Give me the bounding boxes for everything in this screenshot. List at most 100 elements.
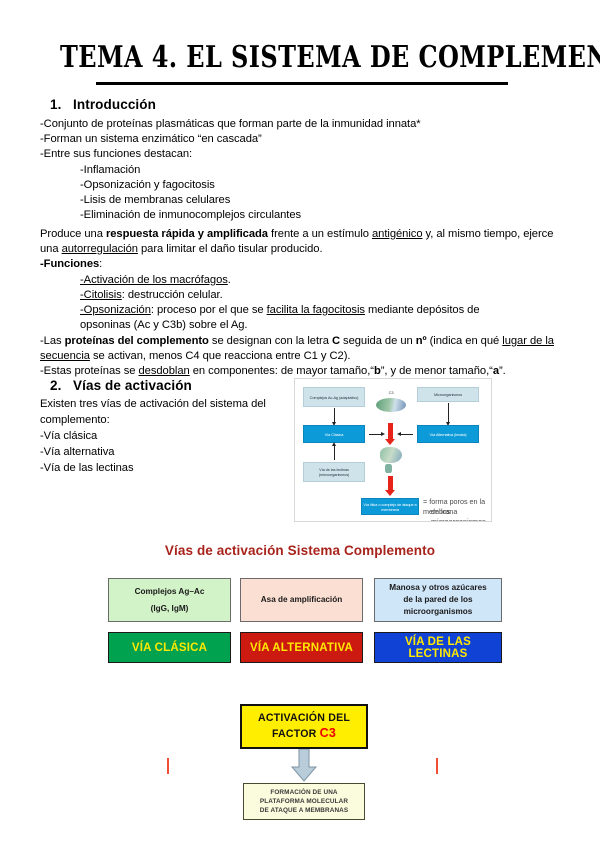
frag-p1e: y, al mismo tiempo, ejerce (422, 228, 554, 240)
paragraph-proteinas-line-2: secuencia se activan, menos C4 que reacc… (40, 349, 350, 365)
frag-p2a: una (40, 243, 62, 255)
intro-bullet-1: -Inflamación (80, 164, 141, 176)
paragraph-proteinas-line-1: -Las proteínas del complemento se design… (40, 334, 554, 350)
vias-line-4: -Vía alternativa (40, 446, 115, 458)
section-1-number: 1. (50, 97, 62, 112)
frag-p2c: para limitar el daño tisular producido. (137, 243, 323, 255)
funcion-citolisis-def: : destrucción celular. (121, 289, 223, 301)
flow-pathway-box-clasica[interactable]: VÍA CLÁSICA (108, 632, 231, 663)
ef-box-via-alternativa: Vía Alternativa (innata) (417, 425, 479, 443)
intro-line-1: -Conjunto de proteínas plasmáticas que f… (40, 118, 421, 130)
flow-trigger-box-lectinas: Manosa y otros azúcares de la pared de l… (374, 578, 502, 622)
funcion-opsonizacion-underline: facilita la fagocitosis (266, 304, 365, 316)
flow-pathway-box-alternativa[interactable]: VÍA ALTERNATIVA (240, 632, 363, 663)
intro-bullet-2: -Opsonización y fagocitosis (80, 179, 215, 191)
flow-pathway-clasica-label: VÍA CLÁSICA (131, 641, 208, 654)
ef-box-via-lectinas: Vía de las lectinas (microorganismos) (303, 462, 365, 482)
frag-q3a: -Estas proteínas se (40, 365, 139, 377)
frag-q1h-underline: lugar de la (502, 335, 554, 347)
ef-note-line-2: de los microorganismos (431, 507, 486, 522)
funcion-opsonizacion-def-b: mediante depósitos de (364, 304, 480, 316)
ef-c3-cleaved (380, 447, 402, 463)
flow-trigger-lectinas-line3: microorganismos (403, 607, 473, 616)
flow-trigger-box-clasica: Complejos Ag–Ac (IgG, IgM) (108, 578, 231, 622)
flow-trigger-lectinas-line1: Manosa y otros azúcares (389, 583, 487, 592)
ef-note-line-1: = forma poros en la membrana (423, 497, 486, 516)
flow-final-line-2: PLATAFORMA MOLECULAR (259, 798, 349, 805)
ef-box-via-clasica: Vía Clásica (303, 425, 365, 443)
frag-p1d-underline: antigénico (371, 228, 423, 240)
flow-final-line-3: DE ATAQUE A MEMBRANAS (259, 807, 349, 814)
ef-arrow-clasica-right (369, 432, 385, 436)
flow-trigger-box-alternativa: Asa de amplificación (240, 578, 363, 622)
intro-line-2: -Forman un sistema enzimático “en cascad… (40, 133, 262, 145)
intro-bullet-3: -Lisis de membranas celulares (80, 194, 231, 206)
flowchart-title: Vías de activación Sistema Complemento (164, 543, 436, 558)
frag-q2b: se activan, menos C4 que reacciona entre… (89, 350, 351, 362)
frag-p1b-bold: respuesta rápida y amplificada (105, 228, 268, 240)
vias-line-2: complemento: (40, 414, 110, 426)
funcion-activacion-text: -Activación de los macrófagos (80, 274, 228, 286)
flow-activation-c3-box[interactable]: ACTIVACIÓN DEL FACTOR C3 (240, 704, 368, 749)
frag-q1g: (indica en qué (426, 335, 503, 347)
frag-q1e: seguida de un (339, 335, 416, 347)
section-2-title: Vías de activación (73, 378, 192, 393)
funcion-activacion: -Activación de los macrófagos. (80, 273, 231, 289)
funcion-opsonizacion-term: -Opsonización (80, 304, 151, 316)
flow-trigger-clasica-line2: (IgG, IgM) (150, 603, 189, 613)
ef-c3-molecule (376, 398, 406, 412)
ef-box-microorganismos: Microorganismos (417, 387, 479, 402)
flow-c3-line-1: ACTIVACIÓN DEL (257, 712, 351, 724)
funcion-citolisis-term: -Citolisis (80, 289, 122, 301)
flow-pathway-box-lectinas[interactable]: VÍA DE LAS LECTINAS (374, 632, 502, 663)
flow-pathway-lectinas-label: VÍA DE LAS LECTINAS (404, 635, 472, 660)
frag-q3f-bold: a (492, 365, 499, 377)
funcion-activacion-period: . (227, 274, 231, 286)
title-underline (96, 82, 508, 85)
ef-arrow-micro-down (446, 403, 450, 426)
flow-final-line-1: FORMACIÓN DE UNA (270, 789, 338, 796)
frag-q3c: en componentes: de mayor tamaño,“ (189, 365, 374, 377)
funciones-word: -Funciones (40, 258, 100, 270)
flow-block-arrow-down (290, 749, 318, 782)
ef-label-c3: C3 (388, 389, 394, 395)
frag-q2a-underline: secuencia (40, 350, 90, 362)
frag-q3g: ”. (499, 365, 506, 377)
ef-arrow-alternativa-left (397, 432, 413, 436)
funcion-opsoninas: opsoninas (Ac y C3b) sobre el Ag. (80, 319, 248, 331)
flow-pathway-alternativa-label: VÍA ALTERNATIVA (249, 641, 354, 654)
frag-p1c: frente a un estímulo (267, 228, 372, 240)
ef-red-arrow-top (385, 423, 395, 445)
frag-p1a: Produce una (40, 228, 106, 240)
paragraph-desdoblan: -Estas proteínas se desdoblan en compone… (40, 364, 506, 380)
ef-red-arrow-bottom (385, 476, 395, 496)
paragraph-respuesta-line-1: Produce una respuesta rápida y amplifica… (40, 227, 553, 243)
paragraph-respuesta-line-2: una autorregulación para limitar el daño… (40, 242, 323, 258)
frag-q3b-underline: desdoblan (138, 365, 190, 377)
frag-q1f-bold: nº (415, 335, 427, 347)
ef-arrow-complejos-down (332, 408, 336, 426)
ef-box-via-litica: Vía lítica o complejo de ataque a membra… (361, 498, 419, 515)
vias-line-5: -Vía de las lectinas (40, 462, 134, 474)
vias-line-1: Existen tres vías de activación del sist… (40, 398, 266, 410)
section-heading-2: 2. Vías de activación (50, 378, 192, 393)
flow-final-box: FORMACIÓN DE UNA PLATAFORMA MOLECULAR DE… (243, 783, 365, 820)
frag-q3d-bold: b (373, 365, 381, 377)
page-title: TEMA 4. EL SISTEMA DE COMPLEMENTO (60, 40, 600, 75)
frag-q1b-bold: proteínas del complemento (64, 335, 209, 347)
flow-trigger-clasica-line1: Complejos Ag–Ac (134, 586, 205, 596)
ef-c3-fragment (385, 464, 392, 473)
ef-box-complejos: Complejos Ac-Ag (adaptativo) (303, 387, 365, 407)
intro-bullet-4: -Eliminación de inmunocomplejos circulan… (80, 209, 302, 221)
funcion-opsonizacion: -Opsonización: proceso por el que se fac… (80, 303, 480, 319)
section-1-title: Introducción (73, 97, 156, 112)
frag-q1d-bold: C (331, 335, 340, 347)
vias-line-3: -Vía clásica (40, 430, 98, 442)
embedded-complement-diagram: Complejos Ac-Ag (adaptativo) C3 Microorg… (294, 378, 492, 522)
section-heading-1: 1. Introducción (50, 97, 156, 112)
flow-c3-prefix: FACTOR (271, 728, 320, 740)
flow-trigger-lectinas-line2: de la pared de los (403, 595, 473, 604)
intro-line-3: -Entre sus funciones destacan: (40, 148, 193, 160)
frag-q1c: se designan con la letra (208, 335, 332, 347)
